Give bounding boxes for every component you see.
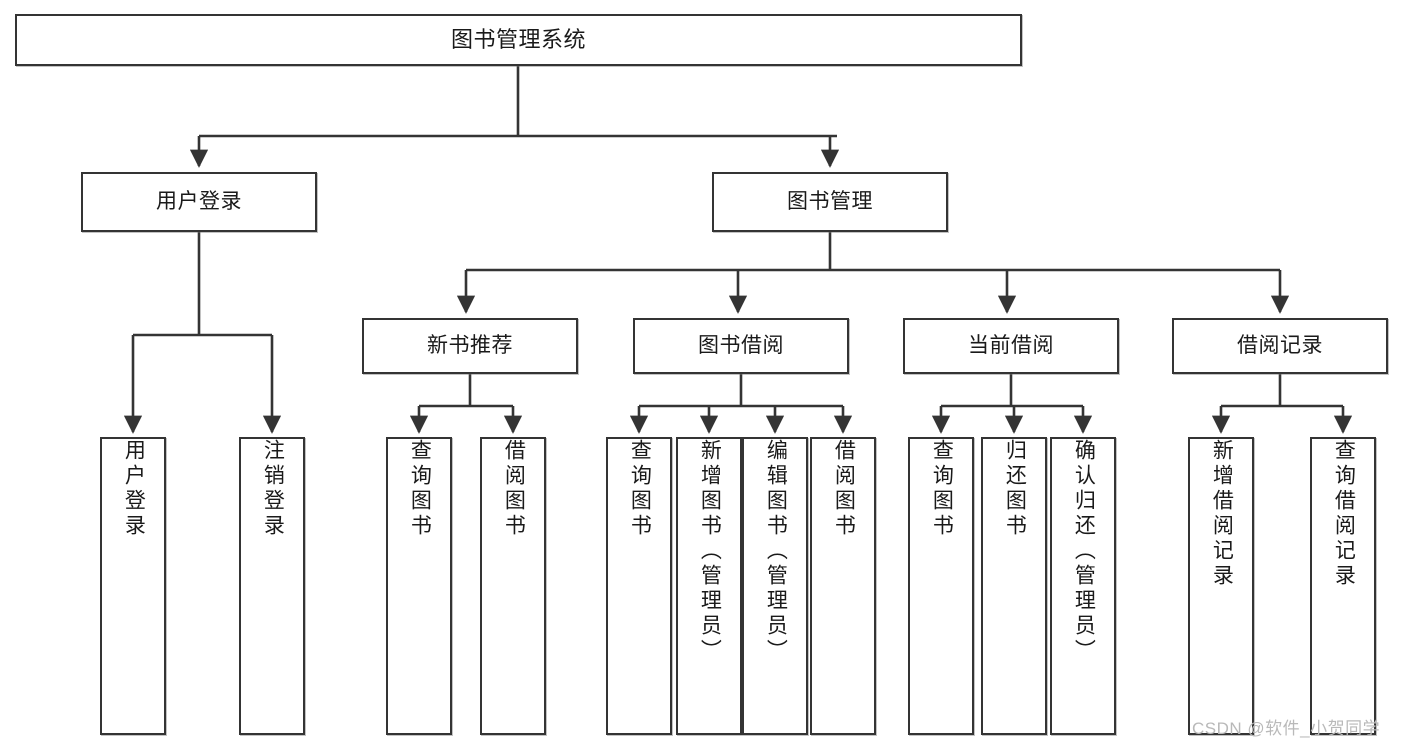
node-label: 借阅图书 — [832, 439, 856, 539]
node-borrow-records[interactable]: 借阅记录 — [1172, 318, 1388, 374]
leaf-query-book-current[interactable]: 查询图书 — [908, 437, 974, 735]
leaf-edit-book-admin[interactable]: 编辑图书（管理员） — [742, 437, 808, 735]
node-label: 借阅图书 — [502, 439, 526, 539]
node-label: 新增借阅记录 — [1210, 439, 1234, 589]
node-label: 新增图书（管理员） — [698, 439, 722, 664]
leaf-borrow-book-recommend[interactable]: 借阅图书 — [480, 437, 546, 735]
node-label: 查询图书 — [930, 439, 954, 539]
leaf-query-book-borrow[interactable]: 查询图书 — [606, 437, 672, 735]
leaf-borrow-book[interactable]: 借阅图书 — [810, 437, 876, 735]
node-label: 借阅记录 — [1237, 333, 1323, 357]
leaf-return-book[interactable]: 归还图书 — [981, 437, 1047, 735]
node-user-login[interactable]: 用户登录 — [81, 172, 317, 232]
leaf-confirm-return-admin[interactable]: 确认归还（管理员） — [1050, 437, 1116, 735]
node-label: 图书借阅 — [698, 333, 784, 357]
node-new-book-recommend[interactable]: 新书推荐 — [362, 318, 578, 374]
node-label: 归还图书 — [1003, 439, 1027, 539]
leaf-logout-login[interactable]: 注销登录 — [239, 437, 305, 735]
node-label: 用户登录 — [156, 189, 242, 213]
node-label: 用户登录 — [122, 439, 146, 539]
node-label: 图书管理 — [787, 189, 873, 213]
watermark: CSDN @软件_小贺同学 — [1192, 719, 1381, 738]
node-label: 查询图书 — [408, 439, 432, 539]
leaf-query-borrow-record[interactable]: 查询借阅记录 — [1310, 437, 1376, 735]
node-label: 注销登录 — [261, 439, 285, 539]
node-current-borrow[interactable]: 当前借阅 — [903, 318, 1119, 374]
node-label: 编辑图书（管理员） — [764, 439, 788, 664]
node-label: 确认归还（管理员） — [1072, 439, 1096, 664]
node-label: 查询图书 — [628, 439, 652, 539]
node-root[interactable]: 图书管理系统 — [15, 14, 1022, 66]
node-book-borrow[interactable]: 图书借阅 — [633, 318, 849, 374]
leaf-add-book-admin[interactable]: 新增图书（管理员） — [676, 437, 742, 735]
node-label: 新书推荐 — [427, 333, 513, 357]
leaf-query-book-recommend[interactable]: 查询图书 — [386, 437, 452, 735]
leaf-user-login[interactable]: 用户登录 — [100, 437, 166, 735]
node-label: 当前借阅 — [968, 333, 1054, 357]
node-label: 图书管理系统 — [450, 27, 586, 53]
node-label: 查询借阅记录 — [1332, 439, 1356, 589]
node-book-management[interactable]: 图书管理 — [712, 172, 948, 232]
leaf-add-borrow-record[interactable]: 新增借阅记录 — [1188, 437, 1254, 735]
